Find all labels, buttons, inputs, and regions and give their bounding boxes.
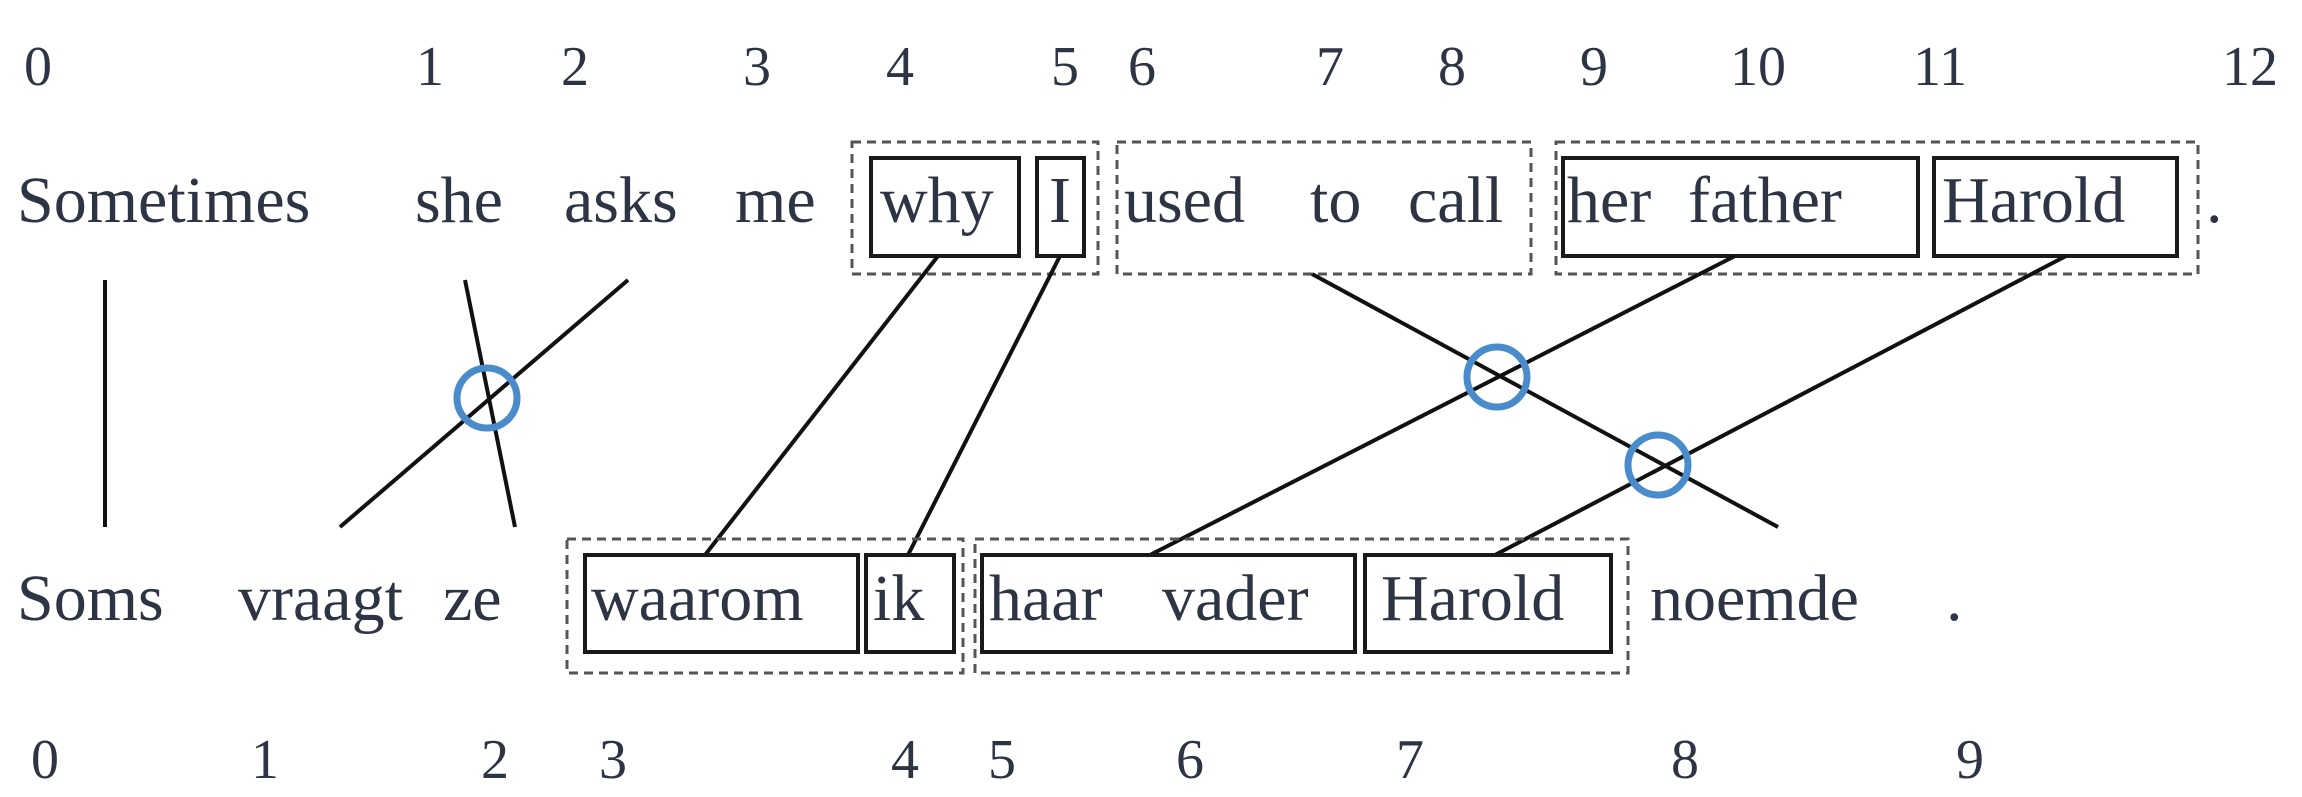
alignment-link-used-to-call-noemde: [1311, 272, 1779, 529]
crossing-marker: [1463, 343, 1531, 411]
crossing-markers: [453, 343, 1692, 499]
alignment-link-her-father-haar-vader: [1149, 254, 1736, 557]
target-index: 7: [1396, 729, 1424, 791]
target-index: 4: [891, 729, 919, 791]
source-word: used: [1124, 164, 1245, 237]
word-box-haar-vader: [980, 553, 1357, 654]
source-index: 0: [24, 36, 52, 98]
crossing-marker: [1624, 431, 1692, 499]
word-box-her-father: [1561, 156, 1920, 258]
source-index: 4: [886, 36, 914, 98]
source-word: to: [1310, 164, 1361, 237]
source-index: 9: [1580, 36, 1608, 98]
word-box-ik: [864, 553, 956, 654]
target-index: 1: [251, 729, 279, 791]
alignment-link-harold-harold: [1494, 254, 2067, 557]
alignment-link-asks-vraagt: [338, 278, 630, 529]
alignment-lines: [103, 254, 2067, 557]
target-index: 0: [31, 729, 59, 791]
phrase-box-why-i: [850, 140, 1100, 276]
target-word: waarom: [591, 562, 804, 635]
phrase-box-her-father-harold: [1554, 140, 2200, 276]
source-index-row: 0 1 2 3 4 5 6 7 8 9 10 11 12: [24, 36, 2278, 98]
source-index: 5: [1051, 36, 1079, 98]
source-index: 12: [2222, 36, 2278, 98]
source-index: 1: [416, 36, 444, 98]
source-index: 8: [1438, 36, 1466, 98]
source-word: her: [1567, 164, 1651, 237]
source-word: father: [1688, 164, 1842, 237]
source-index: 2: [561, 36, 589, 98]
source-index: 7: [1316, 36, 1344, 98]
target-word: noemde: [1650, 562, 1859, 635]
target-word: ze: [443, 562, 502, 635]
word-box-waarom: [583, 553, 860, 654]
source-word: .: [2206, 164, 2223, 237]
word-box-harold-target: [1363, 553, 1613, 654]
source-index: 3: [743, 36, 771, 98]
source-sentence: Sometimes she asks me why I used to call…: [17, 164, 2223, 237]
source-phrase-boxes: [850, 140, 2200, 276]
source-word: she: [415, 164, 503, 237]
target-index: 5: [988, 729, 1016, 791]
target-word: vraagt: [238, 562, 403, 635]
target-word: Soms: [17, 562, 164, 635]
target-word: ik: [873, 562, 924, 635]
phrase-box-used-to-call: [1115, 140, 1533, 276]
source-word: me: [735, 164, 816, 237]
target-word: Harold: [1381, 562, 1564, 635]
alignment-link-i-ik: [906, 255, 1062, 556]
target-phrase-boxes: [565, 537, 1630, 675]
alignment-link-why-waarom: [703, 254, 940, 557]
target-index: 8: [1671, 729, 1699, 791]
target-index: 2: [481, 729, 509, 791]
target-sentence: Soms vraagt ze waarom ik haar vader Haro…: [17, 562, 1963, 635]
target-word: .: [1946, 562, 1963, 635]
source-word: I: [1049, 164, 1071, 237]
crossing-marker: [453, 364, 521, 432]
source-word: Harold: [1942, 164, 2125, 237]
phrase-box-haar-vader-harold: [973, 537, 1630, 675]
source-index: 6: [1128, 36, 1156, 98]
source-word: asks: [564, 164, 678, 237]
word-box-harold: [1932, 156, 2179, 258]
source-word: call: [1408, 164, 1503, 237]
source-index: 11: [1913, 36, 1967, 98]
target-index-row: 0 1 2 3 4 5 6 7 8 9: [31, 729, 1984, 791]
word-box-why: [869, 156, 1021, 258]
source-index: 10: [1730, 36, 1786, 98]
source-word: why: [880, 164, 994, 237]
target-word: haar: [989, 562, 1103, 635]
source-word: Sometimes: [17, 164, 310, 237]
phrase-box-waarom-ik: [565, 537, 965, 675]
target-index: 3: [599, 729, 627, 791]
alignment-link-she-ze: [463, 279, 517, 528]
word-box-i: [1035, 156, 1086, 258]
target-index: 9: [1956, 729, 1984, 791]
target-word: vader: [1162, 562, 1309, 635]
target-index: 6: [1176, 729, 1204, 791]
